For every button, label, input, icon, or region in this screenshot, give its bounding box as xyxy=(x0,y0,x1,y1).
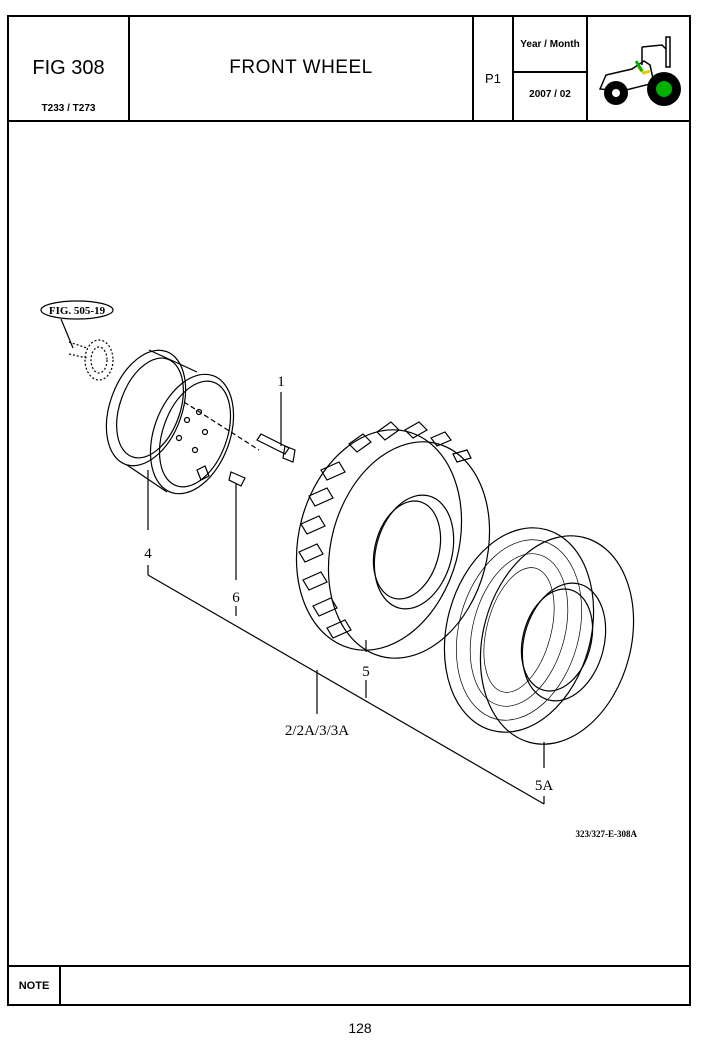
page-code-cell: P1 xyxy=(474,17,514,120)
callout-5: 5 xyxy=(362,664,370,680)
model-code: T233 / T273 xyxy=(41,103,96,114)
exploded-diagram: FIG. 505-19 1 4 6 5 2/2A/3/3A 5A 323/327… xyxy=(40,300,638,839)
turf-tire-icon xyxy=(443,527,635,745)
year-month-value: 2007 / 02 xyxy=(529,89,571,100)
page-number: 128 xyxy=(348,1020,372,1036)
hub-icon xyxy=(68,339,114,381)
valve-stem-icon xyxy=(196,465,246,487)
fig-cell: FIG 308 T233 / T273 xyxy=(9,17,130,120)
tractor-cell xyxy=(588,17,689,120)
callout-2-2a-3-3a: 2/2A/3/3A xyxy=(285,723,349,739)
wheel-rim-icon xyxy=(105,349,235,495)
wheel-bolt-icon xyxy=(256,433,296,463)
year-month-label: Year / Month xyxy=(520,39,580,50)
year-month-divider xyxy=(514,71,586,73)
page-title: FRONT WHEEL xyxy=(229,57,373,78)
tractor-tire-icon xyxy=(295,421,491,659)
page-code: P1 xyxy=(485,71,501,86)
fig-ref-label: FIG. 505-19 xyxy=(49,305,106,317)
header: FIG 308 T233 / T273 FRONT WHEEL P1 Year … xyxy=(9,17,689,122)
callout-4: 4 xyxy=(144,546,152,562)
callout-6: 6 xyxy=(232,590,240,606)
fig-number: FIG 308 xyxy=(32,57,105,79)
tractor-icon xyxy=(598,36,681,106)
callout-1: 1 xyxy=(277,374,285,390)
page-frame: FIG 308 T233 / T273 FRONT WHEEL P1 Year … xyxy=(7,15,691,1006)
year-month-cell: Year / Month 2007 / 02 xyxy=(514,17,588,120)
drawing-code: 323/327-E-308A xyxy=(576,829,638,839)
title-cell: FRONT WHEEL xyxy=(130,17,474,120)
note-row: NOTE xyxy=(9,965,689,1006)
callout-5a: 5A xyxy=(535,778,554,794)
fig-ref-oval xyxy=(40,300,114,320)
note-label: NOTE xyxy=(9,967,61,1006)
